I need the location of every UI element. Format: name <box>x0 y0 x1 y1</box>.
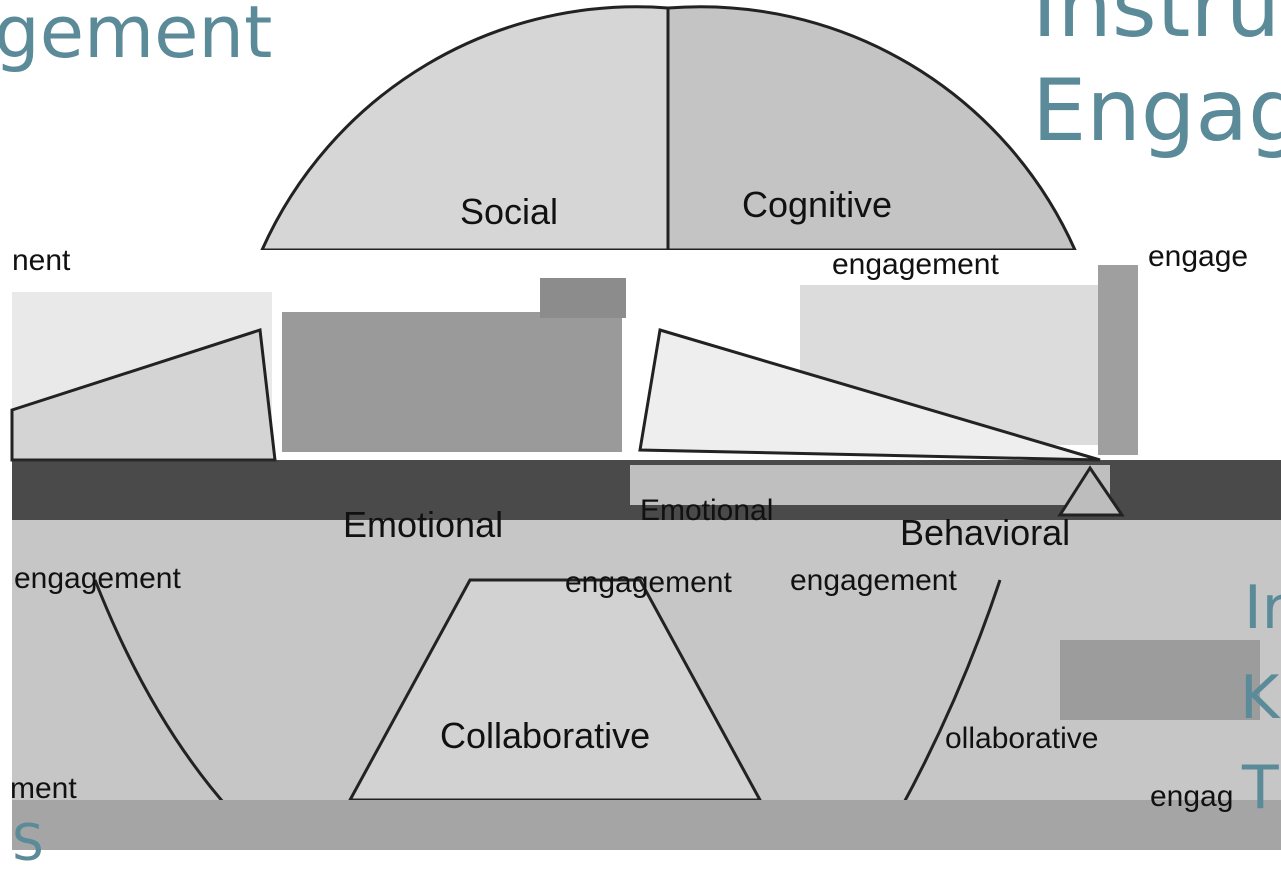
segment-emotional-wedge <box>638 328 1101 462</box>
fragment-collaborative-right: ollaborative <box>945 722 1098 755</box>
glitch-block-center <box>282 312 622 452</box>
fragment-left-engagement-bottom: ment <box>10 772 77 805</box>
slide-title-left: gement <box>0 0 273 74</box>
glitch-right-block <box>1060 640 1260 720</box>
slide-bottom-left-fragment: S <box>12 814 44 872</box>
glitch-grey-band <box>630 465 1110 505</box>
fragment-right-engagement-top: engage <box>1148 240 1248 273</box>
slide-right-fragment-3: T <box>1242 753 1279 823</box>
slide-title-right-line2: Engag <box>1032 61 1281 161</box>
label-emotional: Emotional <box>343 504 503 545</box>
label-behavioral: Behavioral <box>900 512 1070 553</box>
left-arc-lower <box>93 579 232 811</box>
fragment-cognitive-engagement: engagement <box>832 248 999 281</box>
fragment-left-engagement-mid: engagement <box>14 562 181 595</box>
label-social: Social <box>460 191 558 232</box>
label-collaborative: Collaborative <box>440 715 650 756</box>
slide-title-right-line1: Instruc <box>1032 0 1281 57</box>
label-cognitive: Cognitive <box>742 184 892 225</box>
apex-triangle <box>1057 465 1125 517</box>
engagement-diagram: Social Cognitive Emotional Behavioral Co… <box>10 5 1281 850</box>
slide-right-fragment-1: Ir <box>1244 573 1281 643</box>
fragment-emotional: Emotional <box>640 494 773 527</box>
slide-right-fragment-2: K <box>1240 663 1280 733</box>
right-arc-lower <box>898 579 1002 811</box>
segment-cognitive <box>666 5 1078 252</box>
glitch-block-center-top <box>540 278 626 318</box>
segment-social <box>259 5 670 252</box>
fragment-behavioral-engagement: engagement <box>790 564 957 597</box>
fragment-emotional-engagement: engagement <box>565 566 732 599</box>
glitch-column-right <box>1098 265 1138 455</box>
fragment-right-engagement-bottom: engag <box>1150 780 1233 813</box>
fragment-left-engagement-top: nent <box>12 244 71 277</box>
glitch-bottom-noise <box>12 800 1281 850</box>
